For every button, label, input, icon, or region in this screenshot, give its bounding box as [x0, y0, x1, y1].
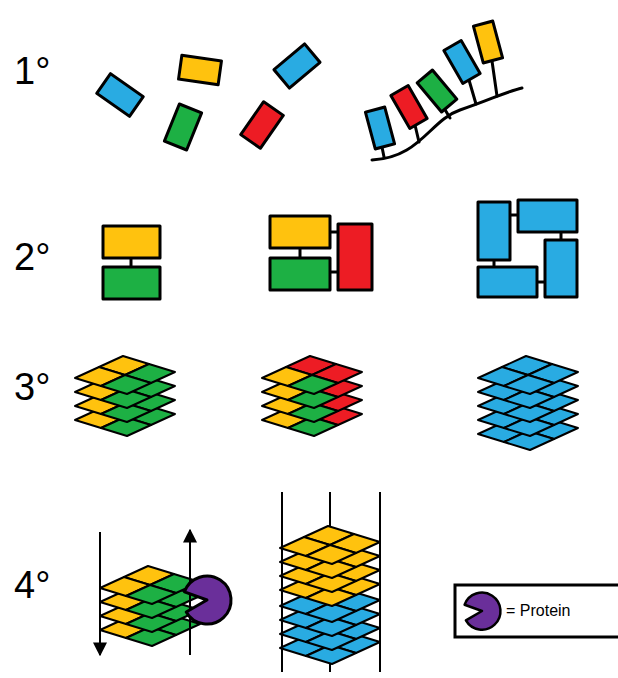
level-label: 1°	[14, 52, 50, 90]
legend-box	[455, 585, 618, 637]
level-label: 2°	[14, 238, 50, 276]
stacked-quadruplex	[280, 492, 380, 672]
tetrad-stack	[75, 356, 175, 436]
protein-bound-stack	[100, 530, 231, 655]
tetrad-stack	[478, 356, 578, 450]
level-label: 4°	[14, 566, 50, 604]
legend-text: = Protein	[506, 603, 570, 619]
tetrad-stack	[262, 356, 362, 436]
base-pairings	[103, 200, 577, 299]
strand	[365, 21, 522, 160]
free-bases	[97, 44, 320, 150]
level-label: 3°	[14, 368, 50, 406]
